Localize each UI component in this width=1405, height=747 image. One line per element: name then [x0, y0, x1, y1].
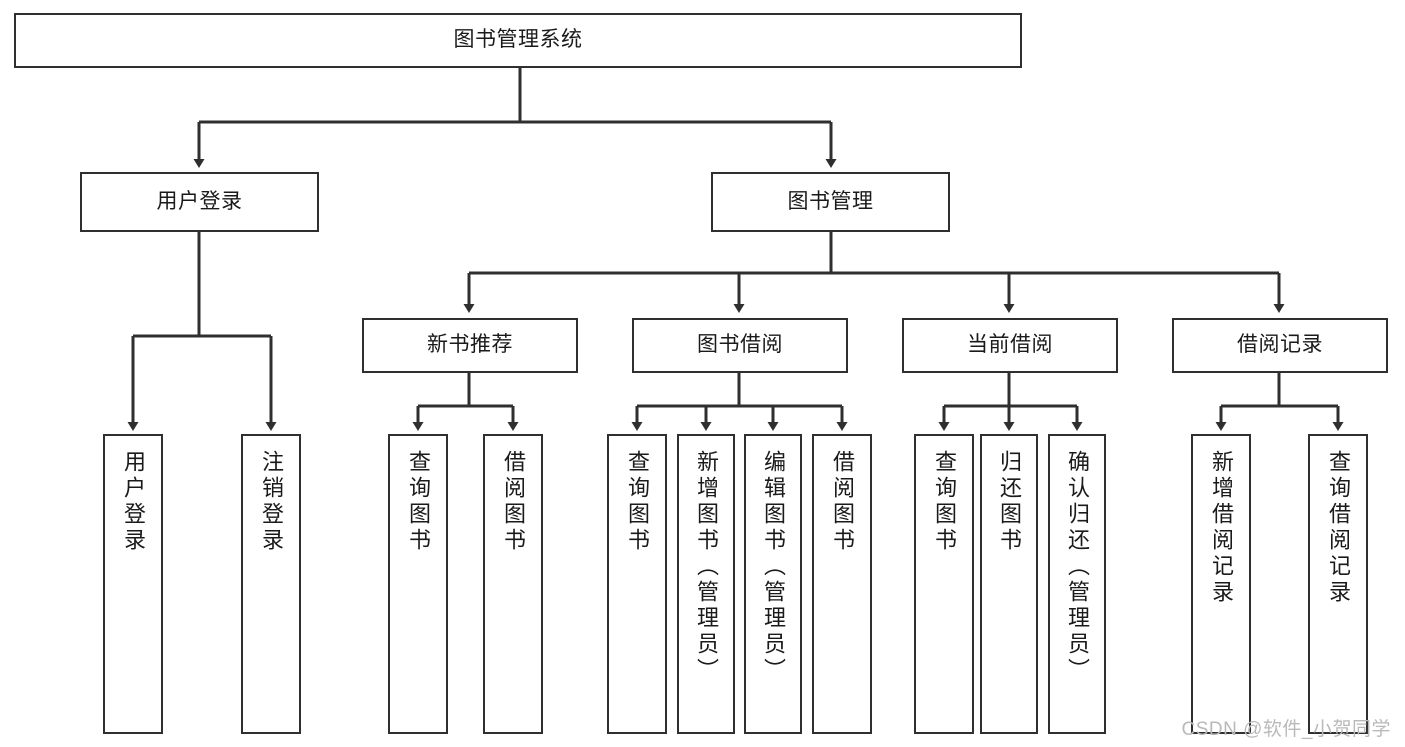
watermark-text: CSDN @软件_小贺同学 [1181, 719, 1391, 740]
leaf-query-books-current[interactable]: 查询图书 [914, 434, 974, 734]
leaf-confirm-return-admin[interactable]: 确认归还（管理员） [1048, 434, 1106, 734]
node-label: 新增借阅记录 [1209, 450, 1234, 606]
node-user-login[interactable]: 用户登录 [80, 172, 319, 232]
node-label: 新增图书（管理员） [694, 450, 719, 684]
node-label: 图书借阅 [697, 333, 783, 357]
node-book-management-system[interactable]: 图书管理系统 [14, 13, 1022, 68]
leaf-user-login[interactable]: 用户登录 [103, 434, 163, 734]
node-label: 图书管理系统 [453, 28, 583, 52]
node-borrowing-records[interactable]: 借阅记录 [1172, 318, 1388, 373]
node-label: 查询图书 [625, 450, 650, 554]
leaf-return-books[interactable]: 归还图书 [980, 434, 1038, 734]
node-label: 查询借阅记录 [1326, 450, 1351, 606]
node-label: 用户登录 [121, 450, 146, 554]
node-label: 注销登录 [259, 450, 284, 554]
node-label: 借阅图书 [830, 450, 855, 554]
leaf-add-borrow-record[interactable]: 新增借阅记录 [1191, 434, 1251, 734]
leaf-borrow-books[interactable]: 借阅图书 [812, 434, 872, 734]
node-label: 图书管理 [787, 189, 874, 213]
node-new-book-recommendation[interactable]: 新书推荐 [362, 318, 578, 373]
node-label: 借阅图书 [501, 450, 526, 554]
node-label: 归还图书 [997, 450, 1022, 554]
leaf-logout[interactable]: 注销登录 [241, 434, 301, 734]
node-label: 新书推荐 [427, 333, 513, 357]
node-label: 当前借阅 [967, 333, 1053, 357]
leaf-query-books-new[interactable]: 查询图书 [388, 434, 448, 734]
node-label: 查询图书 [932, 450, 957, 554]
node-current-borrowing[interactable]: 当前借阅 [902, 318, 1118, 373]
node-label: 确认归还（管理员） [1065, 450, 1090, 684]
node-book-management[interactable]: 图书管理 [711, 172, 950, 232]
leaf-edit-book-admin[interactable]: 编辑图书（管理员） [744, 434, 802, 734]
leaf-borrow-books-new[interactable]: 借阅图书 [483, 434, 543, 734]
leaf-add-book-admin[interactable]: 新增图书（管理员） [677, 434, 735, 734]
leaf-query-books-borrow[interactable]: 查询图书 [607, 434, 667, 734]
node-label: 用户登录 [156, 189, 243, 213]
leaf-query-borrow-record[interactable]: 查询借阅记录 [1308, 434, 1368, 734]
node-book-borrowing[interactable]: 图书借阅 [632, 318, 848, 373]
node-label: 查询图书 [406, 450, 431, 554]
node-label: 编辑图书（管理员） [761, 450, 786, 684]
node-label: 借阅记录 [1237, 333, 1323, 357]
